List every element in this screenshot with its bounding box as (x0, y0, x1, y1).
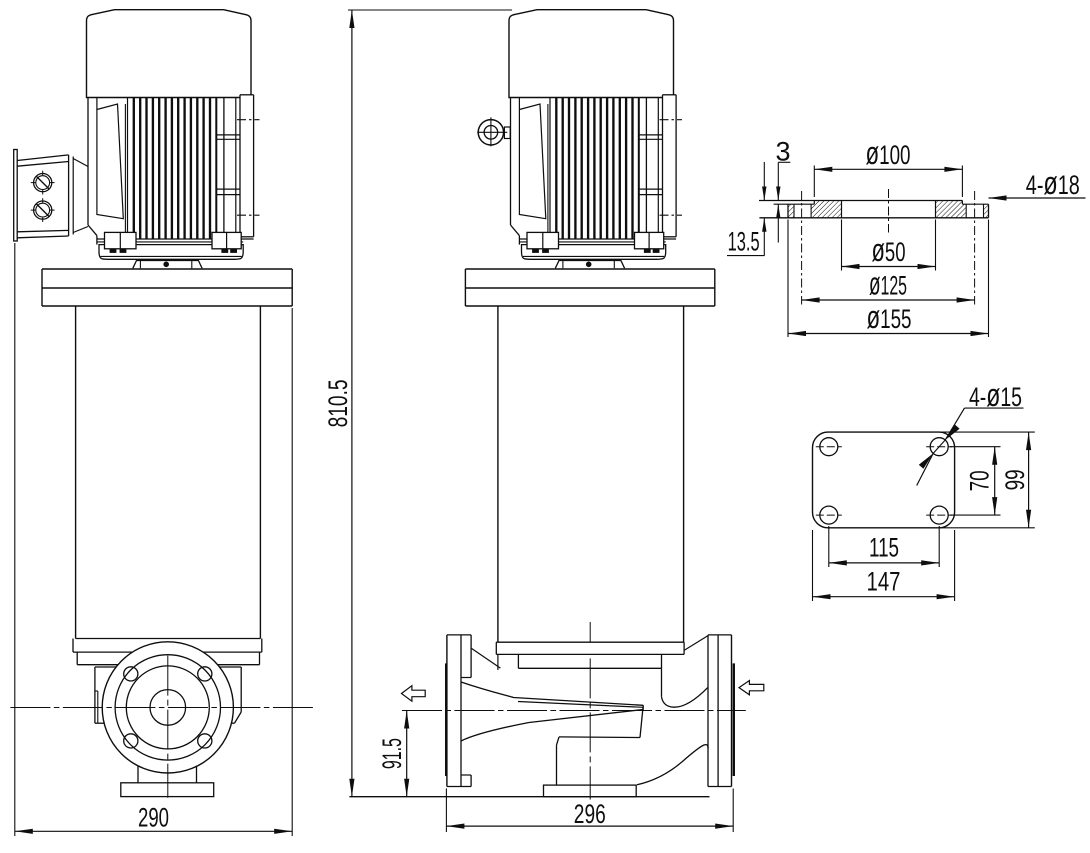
svg-text:99: 99 (1000, 469, 1030, 490)
svg-text:4-ø15: 4-ø15 (969, 377, 1022, 413)
svg-text:ø50: ø50 (872, 232, 906, 268)
svg-text:147: 147 (867, 566, 901, 596)
svg-text:91.5: 91.5 (377, 738, 407, 769)
svg-text:13.5: 13.5 (728, 227, 760, 257)
svg-text:ø155: ø155 (867, 299, 912, 335)
svg-text:70: 70 (964, 470, 994, 491)
svg-text:3: 3 (775, 136, 790, 166)
svg-text:4-ø18: 4-ø18 (1026, 165, 1080, 201)
svg-text:296: 296 (574, 799, 606, 829)
svg-text:290: 290 (138, 802, 169, 832)
svg-text:810.5: 810.5 (323, 379, 353, 427)
svg-text:ø100: ø100 (866, 135, 911, 171)
svg-text:115: 115 (869, 532, 899, 562)
svg-text:ø125: ø125 (869, 265, 907, 301)
